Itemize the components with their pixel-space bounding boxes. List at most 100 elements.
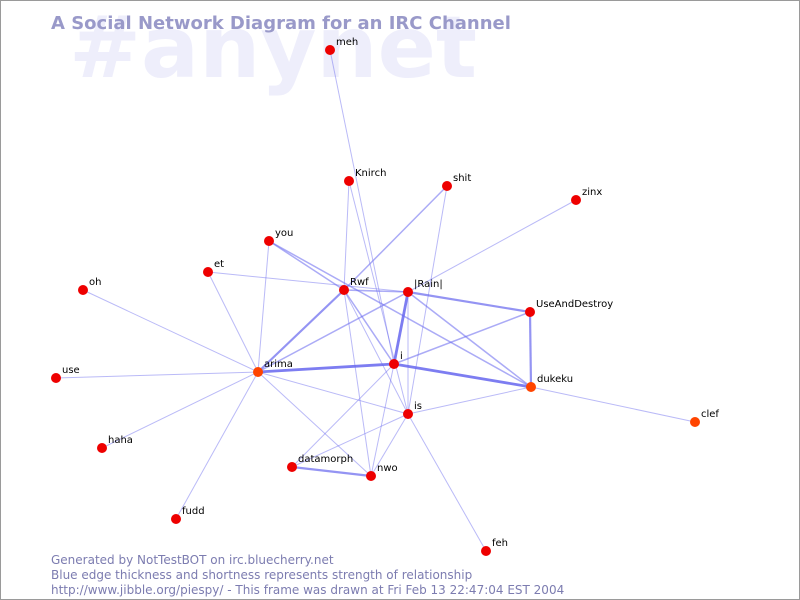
- footer: Generated by NotTestBOT on irc.bluecherr…: [51, 553, 564, 598]
- edge-Rwf-i: [343, 289, 395, 365]
- node-dot-arima: [253, 367, 263, 377]
- edge-Knirch-Rwf: [343, 180, 350, 291]
- node-label-i: i: [400, 351, 403, 362]
- edge-haha-arima: [101, 371, 259, 449]
- node-dot-you: [264, 236, 274, 246]
- edge-UseAndDestroy-i: [393, 311, 531, 365]
- node-label-haha: haha: [108, 435, 133, 446]
- node-label-Knirch: Knirch: [355, 168, 386, 179]
- node-label-datamorph: datamorph: [298, 454, 353, 465]
- edge-UseAndDestroy-dukeku: [528, 311, 533, 388]
- node-label-Rain: |Rain|: [414, 279, 443, 290]
- edge-i-nwo: [370, 363, 395, 477]
- edge-arima-i: [257, 362, 395, 374]
- edge-shit-Rwf: [343, 185, 448, 291]
- node-Knirch: Knirch: [344, 168, 386, 186]
- edge-Rwf-nwo: [343, 289, 372, 477]
- node-Rain: |Rain|: [403, 279, 443, 297]
- edge-i-datamorph: [291, 363, 395, 468]
- node-label-dukeku: dukeku: [537, 374, 573, 385]
- edge-meh-i: [329, 49, 395, 365]
- node-label-nwo: nwo: [377, 463, 398, 474]
- node-arima: arima: [253, 359, 293, 377]
- edge-Knirch-is: [348, 180, 409, 415]
- node-shit: shit: [442, 173, 471, 191]
- node-oh: oh: [78, 277, 101, 295]
- diagram-title: A Social Network Diagram for an IRC Chan…: [51, 13, 511, 34]
- node-dot-meh: [325, 45, 335, 55]
- node-label-feh: feh: [492, 538, 508, 549]
- node-dot-Rwf: [339, 285, 349, 295]
- edge-is-nwo: [370, 413, 409, 477]
- edge-is-feh: [407, 413, 487, 552]
- node-use: use: [51, 365, 80, 383]
- node-fudd: fudd: [171, 506, 205, 524]
- node-et: et: [203, 259, 224, 277]
- node-label-oh: oh: [89, 277, 101, 288]
- node-dot-et: [203, 267, 213, 277]
- node-label-zinx: zinx: [582, 187, 602, 198]
- edge-datamorph-nwo: [291, 465, 372, 478]
- edge-oh-arima: [82, 289, 259, 373]
- node-feh: feh: [481, 538, 508, 556]
- edge-Rwf-is: [343, 289, 409, 415]
- edge-et-Rain: [207, 271, 409, 293]
- footer-generated-by: Generated by NotTestBOT on irc.bluecherr…: [51, 553, 334, 567]
- node-dot-oh: [78, 285, 88, 295]
- edge-Rain-dukeku: [407, 291, 532, 388]
- node-i: i: [389, 351, 403, 369]
- edge-Rwf-Rain: [343, 289, 409, 293]
- node-dot-i: [389, 359, 399, 369]
- node-label-is: is: [414, 401, 422, 412]
- node-label-meh: meh: [336, 37, 358, 48]
- edge-et-arima: [207, 271, 259, 373]
- node-dot-is: [403, 409, 413, 419]
- edge-zinx-Rain: [407, 199, 577, 293]
- footer-legend-note: Blue edge thickness and shortness repres…: [51, 568, 473, 582]
- edge-Rain-i: [392, 291, 410, 365]
- node-dot-use: [51, 373, 61, 383]
- node-dot-UseAndDestroy: [525, 307, 535, 317]
- node-Rwf: Rwf: [339, 277, 369, 295]
- edge-dukeku-clef: [530, 386, 696, 423]
- edge-shit-is: [407, 185, 448, 415]
- node-UseAndDestroy: UseAndDestroy: [525, 299, 613, 317]
- node-label-use: use: [62, 365, 80, 376]
- node-label-shit: shit: [453, 173, 471, 184]
- node-dukeku: dukeku: [526, 374, 573, 392]
- edges: [55, 49, 696, 552]
- node-label-fudd: fudd: [182, 506, 205, 517]
- edge-use-arima: [55, 371, 259, 379]
- node-dot-haha: [97, 443, 107, 453]
- node-dot-clef: [690, 417, 700, 427]
- node-dot-Knirch: [344, 176, 354, 186]
- node-zinx: zinx: [571, 187, 602, 205]
- footer-frame-info: http://www.jibble.org/piespy/ - This fra…: [51, 583, 565, 597]
- node-dot-Rain: [403, 287, 413, 297]
- node-label-clef: clef: [701, 409, 719, 420]
- edge-you-arima: [257, 240, 270, 373]
- node-dot-datamorph: [287, 462, 297, 472]
- node-is: is: [403, 401, 422, 419]
- node-label-Rwf: Rwf: [350, 277, 369, 288]
- node-dot-feh: [481, 546, 491, 556]
- node-label-et: et: [214, 259, 224, 270]
- edge-you-Rwf: [268, 240, 345, 291]
- node-label-arima: arima: [264, 359, 293, 370]
- node-dot-nwo: [366, 471, 376, 481]
- channel-watermark: #anynet: [69, 0, 478, 98]
- node-meh: meh: [325, 37, 358, 55]
- edge-you-dukeku: [268, 240, 532, 388]
- node-label-you: you: [275, 228, 293, 239]
- edge-fudd-arima: [175, 371, 259, 520]
- node-dot-zinx: [571, 195, 581, 205]
- edge-arima-is: [257, 371, 409, 415]
- node-haha: haha: [97, 435, 133, 453]
- node-dot-dukeku: [526, 382, 536, 392]
- edge-arima-Rwf: [257, 289, 345, 373]
- edge-dukeku-is: [407, 386, 532, 415]
- edge-is-datamorph: [291, 413, 409, 468]
